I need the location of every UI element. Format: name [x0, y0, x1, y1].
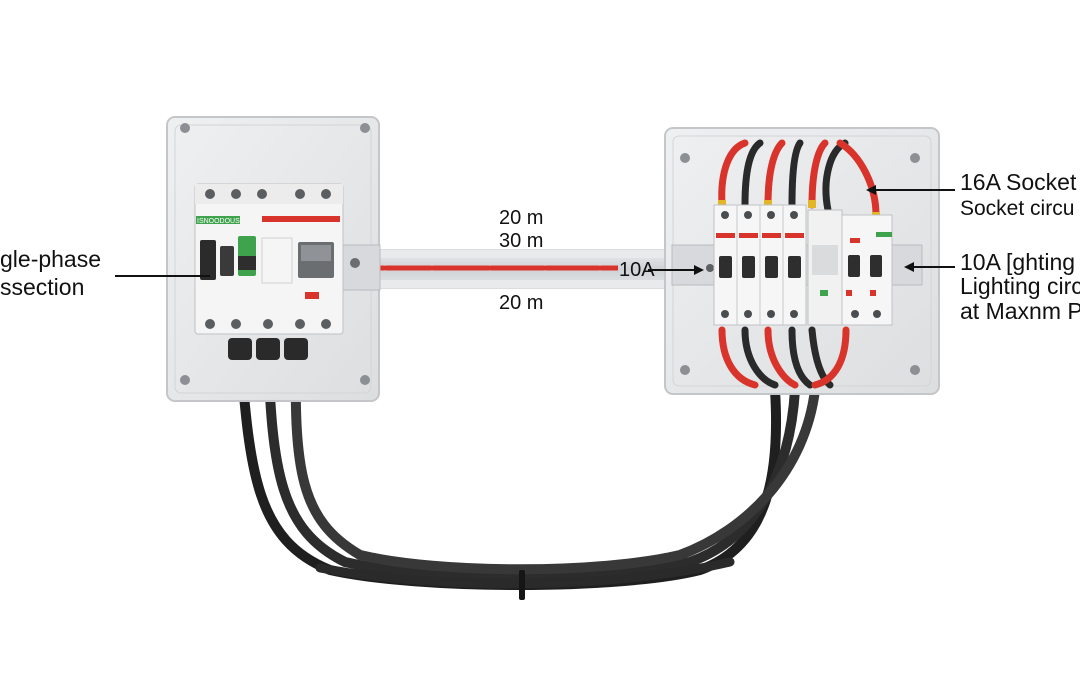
cable-gland-icon: [228, 338, 308, 360]
device-brand-text: ISNOODOUS: [197, 218, 240, 225]
right-light-label-line2: Lighting circ: [960, 273, 1080, 299]
right-light-label-line3: at Maxnm Po: [960, 298, 1080, 324]
left-enclosure: ISNOODOUS: [166, 116, 381, 402]
right-enclosure: [664, 127, 940, 395]
right-socket-label-line1: 16A Socket: [960, 169, 1077, 195]
interconnect-cable: [235, 345, 820, 600]
screw-icon: [180, 123, 370, 385]
screw-icon: [680, 153, 920, 375]
right-socket-label-line2: Socket circu: [960, 197, 1075, 220]
right-light-label-line1: 10A [ghting: [960, 249, 1076, 275]
internal-wiring: [718, 139, 880, 389]
left-label-line1: gle-phase: [0, 246, 102, 272]
rcbo-device: ISNOODOUS: [194, 183, 344, 335]
distance-label-bottom: 20 m: [499, 292, 544, 314]
rail-rating-label: 10A: [619, 259, 655, 281]
leader-lines: [115, 185, 955, 277]
mcb-row: [713, 204, 893, 326]
distance-label-top2: 30 m: [499, 230, 544, 252]
left-label-line2: ssection: [0, 274, 85, 300]
din-rail: [355, 249, 671, 289]
distance-label-top1: 20 m: [499, 207, 544, 229]
cable-tie: [519, 570, 525, 600]
